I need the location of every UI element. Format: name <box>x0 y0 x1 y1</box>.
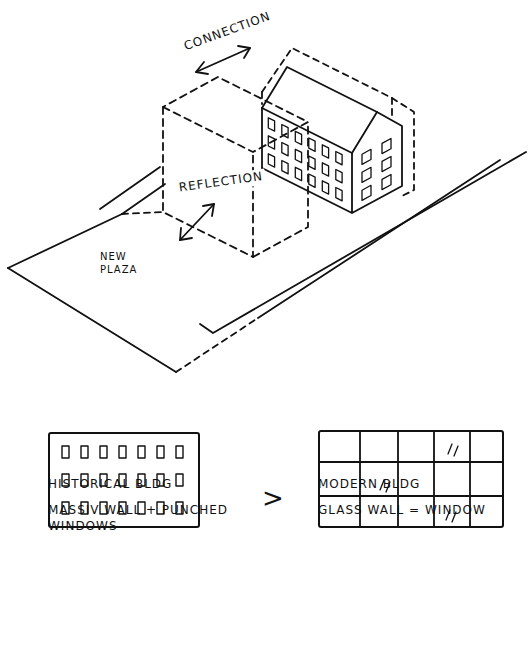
building-windows <box>268 118 391 201</box>
cube-top <box>163 77 308 152</box>
window <box>309 138 315 151</box>
window <box>362 167 371 182</box>
arrow-head <box>180 228 192 240</box>
window <box>176 474 183 486</box>
facade-note: MASSIV WALL + PUNCHED WINDOWS <box>48 502 248 534</box>
extension-line <box>262 48 414 196</box>
window <box>119 446 126 458</box>
connection-arrow <box>196 46 250 74</box>
window <box>295 167 301 180</box>
window <box>362 185 371 200</box>
building-roof <box>262 67 377 112</box>
extension-line <box>261 92 263 104</box>
window <box>322 181 328 194</box>
plaza-edge-dashed <box>122 212 163 214</box>
building-eave <box>262 108 352 153</box>
concept-label: CONNECTION <box>182 9 273 55</box>
window <box>336 170 342 183</box>
area-label: NEW PLAZA <box>100 250 155 276</box>
arrow-shaft <box>180 204 214 240</box>
window <box>322 145 328 158</box>
window <box>176 446 183 458</box>
window <box>322 163 328 176</box>
facade-note: GLASS WALL = WINDOW <box>318 502 518 518</box>
street-line <box>100 167 160 209</box>
window <box>382 157 391 172</box>
window <box>382 175 391 190</box>
window <box>309 156 315 169</box>
plaza-edge <box>8 268 176 372</box>
window <box>336 152 342 165</box>
street-line <box>122 184 165 214</box>
reflection-arrow <box>180 204 214 240</box>
arrow-head <box>203 204 214 216</box>
window <box>282 161 288 174</box>
concept-label: REFLECTION <box>176 169 266 197</box>
window <box>62 446 69 458</box>
arrow-shaft <box>196 48 250 72</box>
window <box>268 154 274 167</box>
window <box>295 131 301 144</box>
building-outline <box>262 112 402 213</box>
new-volume <box>163 77 308 257</box>
extension-line <box>391 98 393 118</box>
window <box>382 139 391 154</box>
window <box>138 446 145 458</box>
facade-title: MODERN BLDG <box>318 476 518 492</box>
streets <box>8 152 526 372</box>
plaza-edge-dashed <box>176 318 258 372</box>
window <box>282 143 288 156</box>
arrow-head <box>238 46 250 58</box>
window <box>268 118 274 131</box>
window <box>157 446 164 458</box>
glass-reflection-mark <box>448 444 458 456</box>
facade-box: HISTORICAL BLDGMASSIV WALL + PUNCHED WIN… <box>48 432 200 528</box>
window <box>81 446 88 458</box>
building-edge <box>261 108 263 168</box>
window <box>282 125 288 138</box>
window <box>309 174 315 187</box>
arrow-head <box>196 62 208 74</box>
historic-building <box>262 67 402 213</box>
window <box>336 188 342 201</box>
window <box>100 446 107 458</box>
window <box>295 149 301 162</box>
facade-box: MODERN BLDGGLASS WALL = WINDOW <box>318 430 504 528</box>
window <box>268 136 274 149</box>
extension-outline <box>262 48 414 196</box>
facade-title: HISTORICAL BLDG <box>48 476 248 492</box>
comparison-sign: > <box>262 482 285 516</box>
window <box>362 149 371 164</box>
